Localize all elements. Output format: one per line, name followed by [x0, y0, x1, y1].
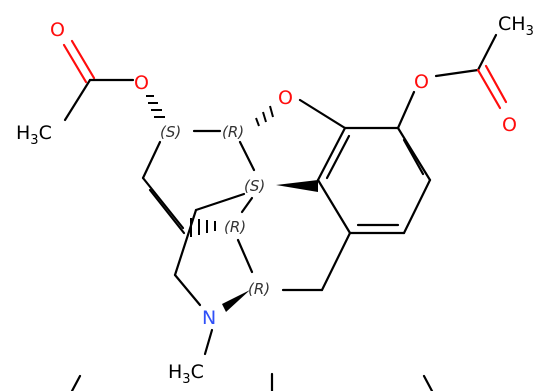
bond-o-to-acetyl-c — [434, 68, 480, 78]
atom-h3c-left: H3C — [16, 122, 52, 148]
hashed-wedge-c5-o — [255, 105, 274, 127]
ch3-ch: CH — [498, 13, 526, 35]
bond-c15-c16 — [173, 208, 198, 277]
atom-o-ester-right: O — [414, 71, 429, 93]
bond-c5-c13 — [238, 140, 256, 172]
stereo-label-c6: (S) — [160, 123, 181, 141]
bond-carbonyl-right-b — [484, 64, 508, 104]
ring-double-bond — [325, 134, 351, 180]
bond-c10-aromatic — [320, 231, 352, 292]
atom-o-carbonyl-right: O — [502, 114, 517, 136]
bond-c14-c9 — [236, 238, 254, 274]
ring-bond — [316, 126, 347, 182]
bond-c7-c8-double — [148, 188, 186, 235]
ring-double-bond — [402, 138, 425, 176]
bond-carbonyl-left-a — [62, 43, 88, 84]
bond-carbonyl-right-a — [476, 68, 502, 110]
stereo-label-c9: (R) — [248, 280, 270, 298]
bond-c16-n — [173, 273, 202, 307]
hashed-wedge-c14-c8 — [190, 218, 216, 237]
hash-line — [262, 111, 267, 123]
ch3-sub: 3 — [526, 24, 534, 39]
bold-wedge-c9-n — [222, 290, 250, 312]
partial-glyph — [70, 374, 82, 391]
bond-carbonyl-left-b — [70, 39, 96, 80]
hashed-wedge-o-c6 — [146, 95, 165, 118]
bond-c6-c7 — [141, 140, 162, 180]
bond-c13-c15 — [194, 192, 246, 212]
stereo-label-c13: (S) — [244, 177, 265, 195]
stereo-label-c14: (R) — [224, 218, 246, 236]
nme-c: C — [191, 361, 204, 383]
partial-glyph — [422, 374, 434, 391]
atom-o-carbonyl-left: O — [50, 19, 65, 41]
h3c-sub: 3 — [30, 133, 38, 148]
atom-o-ring: O — [278, 87, 293, 109]
nme-sub: 3 — [182, 372, 190, 387]
stereo-label-c5: (R) — [222, 123, 244, 141]
h3c-h: H — [16, 122, 30, 144]
bond-aromatic-to-o — [396, 90, 416, 130]
atom-o-ester-left: O — [134, 72, 149, 94]
bold-wedge-c13-aromatic — [276, 180, 318, 192]
bond-o-to-aromatic — [298, 98, 347, 130]
aromatic-ring — [316, 126, 432, 235]
right-acetyl-group — [396, 33, 508, 130]
bond-acetyl-c-to-ch3-right — [476, 33, 498, 72]
atom-ch3-right: CH3 — [498, 13, 534, 39]
h3c-c: C — [39, 122, 52, 144]
left-acetyl-group — [62, 39, 135, 122]
bond-acetyl-c-to-ch3 — [63, 78, 92, 122]
bond-c13-c14 — [240, 196, 254, 214]
ring-bond — [316, 178, 352, 235]
hash-line — [269, 105, 274, 118]
bond-n-methyl — [203, 328, 214, 356]
atom-n: N — [202, 307, 216, 329]
ring-bond — [396, 126, 432, 182]
atom-n-methyl: H3C — [168, 361, 204, 387]
nme-h: H — [168, 361, 182, 383]
ring-bond — [402, 178, 432, 235]
hash-line — [255, 117, 260, 127]
bond-c7-c8 — [141, 176, 185, 230]
